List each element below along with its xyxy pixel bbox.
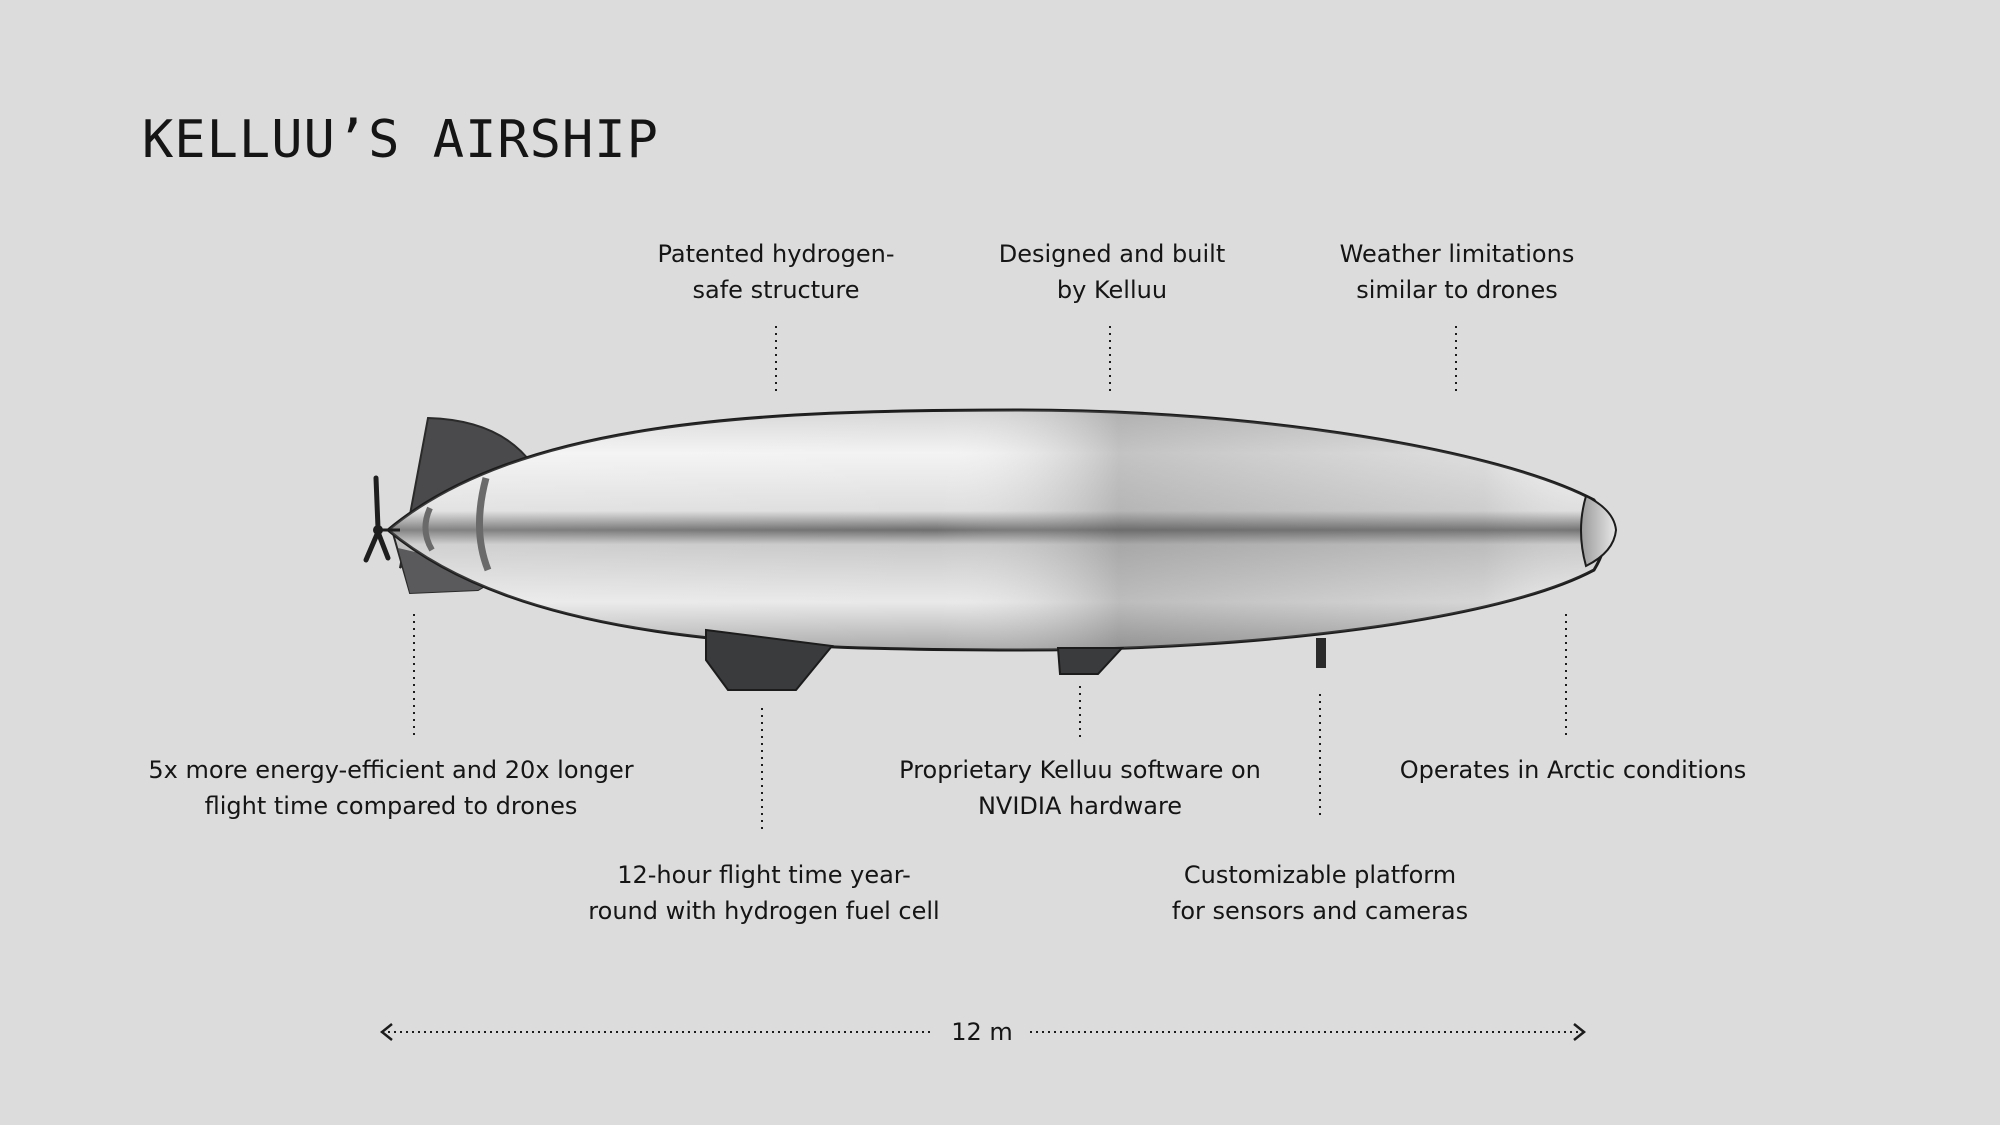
feature-platform: Customizable platform for sensors and ca… xyxy=(1171,861,1469,925)
feature-arctic: Operates in Arctic conditions xyxy=(1399,756,1747,784)
feature-efficiency: 5x more energy-efficient and 20x longer … xyxy=(148,756,634,820)
scale-label: 12 m xyxy=(951,1018,1013,1046)
nose-cap xyxy=(1580,494,1618,568)
sensor-pod xyxy=(1316,638,1326,668)
tail-strut-2 xyxy=(476,477,492,572)
rear-gondola xyxy=(705,628,834,691)
feature-hydrogen-safe: Patented hydrogen- safe structure xyxy=(657,240,895,304)
tail-strut-1 xyxy=(422,506,435,552)
middle-gondola xyxy=(1056,647,1125,675)
scale-bar xyxy=(379,1023,1587,1041)
hull-shading xyxy=(388,410,1606,650)
page-title: KELLUU’S AIRSHIP xyxy=(142,110,659,170)
feature-flight-time: 12-hour flight time year- round with hyd… xyxy=(588,861,940,925)
feature-weather: Weather limitations similar to drones xyxy=(1339,240,1575,304)
feature-software: Proprietary Kelluu software on NVIDIA ha… xyxy=(899,756,1261,820)
scale-arrow-left-icon xyxy=(379,1023,393,1041)
scale-arrow-right-icon xyxy=(1573,1023,1587,1041)
propeller-icon xyxy=(363,475,400,563)
feature-designed-built: Designed and built by Kelluu xyxy=(998,240,1226,304)
